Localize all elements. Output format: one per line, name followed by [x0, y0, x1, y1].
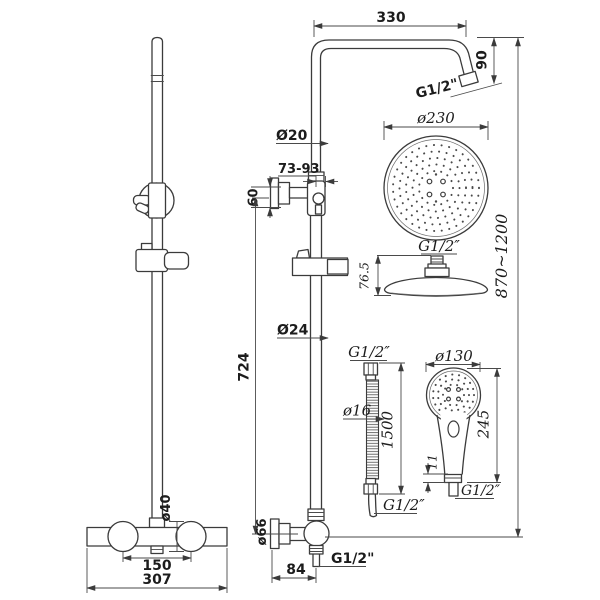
mode-button: [447, 420, 460, 438]
flex-hose: [365, 379, 380, 480]
valve-side: [269, 508, 330, 568]
dim-d66-label: ø66: [255, 518, 270, 545]
dim-d16-label: ø16: [342, 402, 372, 420]
dim-11-label: 11: [425, 454, 440, 470]
dim-724-label: 724: [237, 352, 253, 381]
wall-bracket-side: [269, 177, 326, 217]
slider-holder-front: [135, 242, 190, 273]
dim-d40-label: ø40: [159, 494, 174, 521]
left-knob: [107, 520, 139, 553]
head-shower-side-view: G1/2″ 76.5: [357, 237, 489, 297]
head-shower-top-view: ø230: [383, 109, 489, 241]
hose-top-thread-label: G1/2″: [348, 343, 390, 361]
head-thread-label: G1/2″: [418, 237, 460, 255]
overall-height-label: 870~1200: [492, 214, 511, 299]
hand-shower-detail: ø130 245 11 G1/2″: [423, 347, 501, 499]
thermostatic-valve-front: [86, 517, 228, 555]
dim-73-93-label: 73-93: [278, 162, 320, 177]
shower-arm: [310, 39, 475, 172]
dim-76-5-label: 76.5: [357, 262, 372, 290]
dim-60-label: 60: [247, 188, 262, 206]
dim-330-label: 330: [376, 10, 405, 26]
dim-90-label: 90: [475, 50, 491, 70]
dim-d24-label: Ø24: [277, 323, 309, 339]
dim-150-label: 150: [142, 558, 171, 574]
outlet-thread-label: G1/2": [331, 551, 374, 567]
dim-d130-label: ø130: [434, 347, 473, 365]
arm-thread-label: G1/2": [414, 76, 460, 102]
hand-shower-handle: [436, 414, 471, 475]
front-view: 150 307 ø40: [86, 36, 228, 593]
slider-holder-side: [291, 248, 349, 277]
dim-307-label: 307: [142, 572, 171, 588]
hand-thread-label: G1/2″: [461, 483, 501, 499]
dim-84-label: 84: [286, 562, 306, 578]
dim-1500-label: 1500: [379, 410, 397, 449]
dim-d20-label: Ø20: [276, 128, 308, 144]
arm-outlet-nut: [458, 70, 479, 88]
right-knob: [175, 520, 207, 553]
dim-d230-label: ø230: [416, 109, 455, 127]
dim-245-label: 245: [475, 410, 493, 440]
hose-detail: G1/2″ ø16 1500 G1/2″: [342, 343, 425, 518]
hose-bottom-thread-label: G1/2″: [383, 496, 425, 514]
head-disc: [383, 276, 489, 297]
